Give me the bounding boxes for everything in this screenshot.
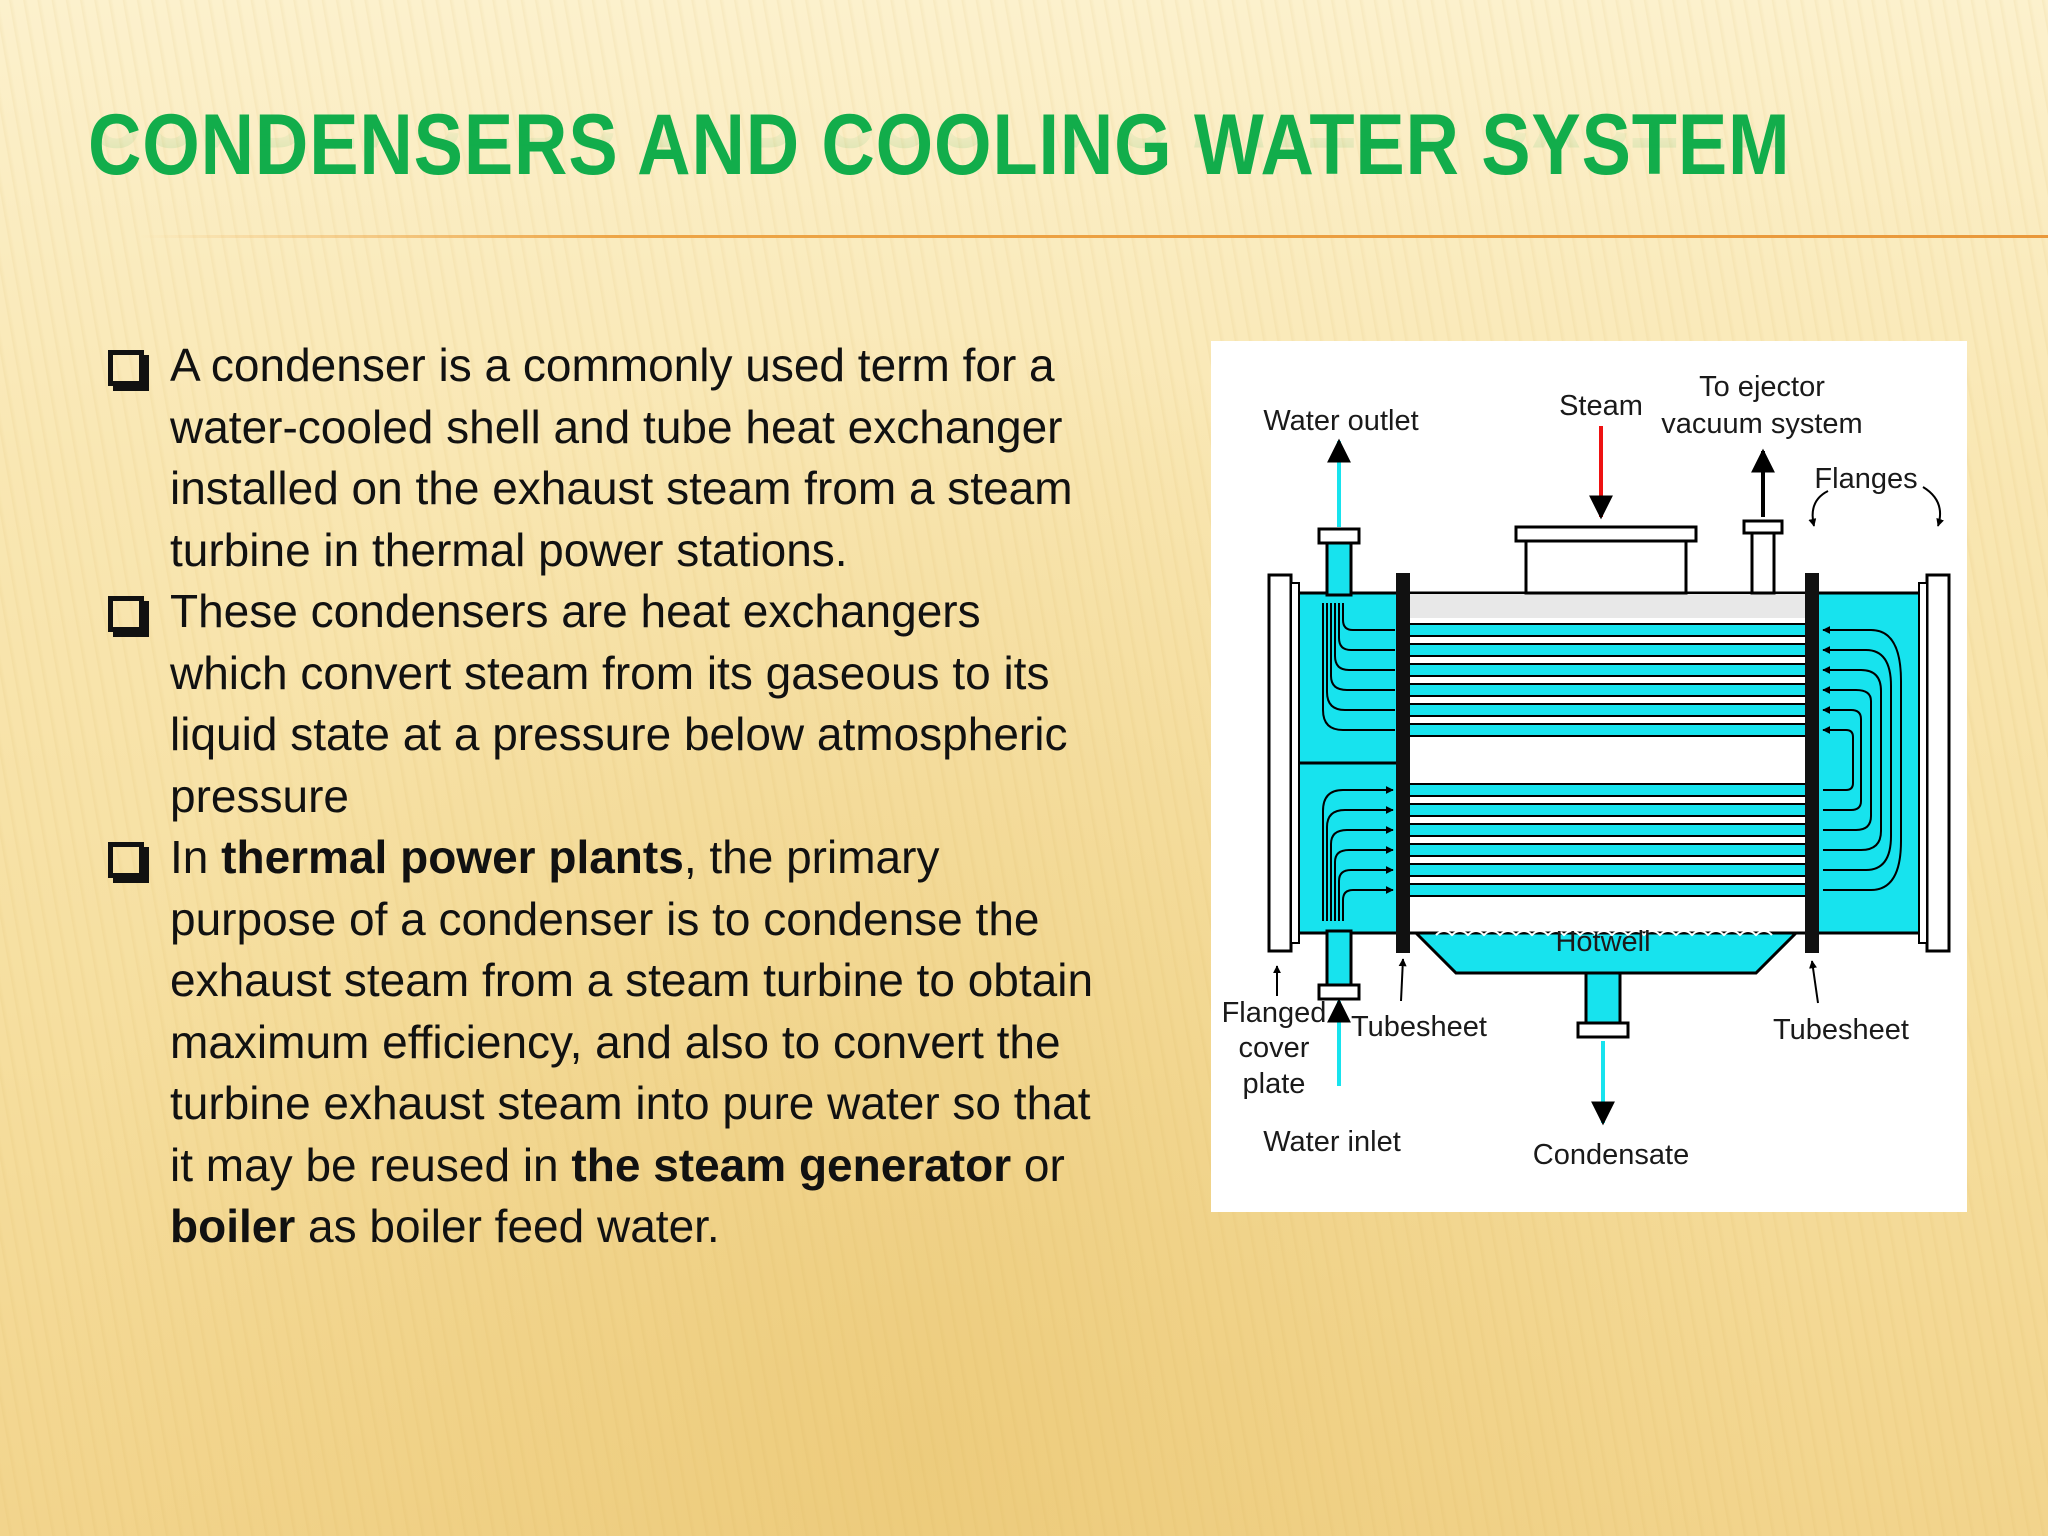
bullet-bold-text: the steam generator: [571, 1138, 1012, 1191]
label-tubesheet-right: Tubesheet: [1773, 1014, 1909, 1046]
bullet-bold-text: thermal power plants: [221, 831, 684, 883]
label-water-outlet: Water outlet: [1263, 405, 1418, 437]
flow-arrows-right: [1822, 626, 1902, 891]
left-cover-plate: [1267, 573, 1300, 953]
bullet-list: A condenser is a commonly used term for …: [108, 335, 1098, 1258]
slide-title: CONDENSERS AND COOLING WATER SYSTEM: [88, 97, 1791, 193]
label-steam: Steam: [1559, 390, 1643, 422]
label-condensate: Condensate: [1533, 1139, 1689, 1171]
left-tubesheet: [1396, 573, 1410, 953]
label-flanges: Flanges: [1814, 463, 1917, 495]
checkbox-bullet-icon: [108, 350, 144, 386]
flow-arrows-left-lower: [1322, 786, 1394, 921]
bullet-text: These condensers are heat exchangers whi…: [170, 585, 1068, 822]
label-flanged-line1: Flanged: [1222, 997, 1327, 1029]
water-inlet-nozzle: [1317, 929, 1361, 1001]
label-flanged-line2: cover: [1239, 1032, 1310, 1064]
flow-arrows-left-upper: [1322, 603, 1395, 731]
water-outlet-nozzle: [1317, 527, 1361, 597]
bullet-text: A condenser is a commonly used term for …: [170, 339, 1073, 576]
bullet-text-part: or: [1011, 1138, 1065, 1191]
label-tubesheet-left: Tubesheet: [1351, 1011, 1487, 1043]
label-flanged-line3: plate: [1243, 1068, 1306, 1100]
label-ejector-line1: To ejector: [1699, 371, 1825, 403]
label-ejector-line2: vacuum system: [1661, 408, 1862, 440]
bullet-text-part: as boiler feed water.: [295, 1200, 720, 1252]
bullet-item: These condensers are heat exchangers whi…: [108, 581, 1098, 827]
tubesheet-right-pointer: [1809, 960, 1819, 1004]
checkbox-bullet-icon: [108, 842, 144, 878]
bullet-text-part: In: [170, 831, 222, 883]
left-water-box: [1284, 591, 1408, 935]
ejector-nozzle: [1742, 519, 1784, 595]
checkbox-bullet-icon: [108, 596, 144, 632]
flange-pointer-right: [1922, 486, 1945, 527]
bullet-text-part: , the primary purpose of a condenser is …: [170, 831, 1094, 1191]
steam-inlet-nozzle: [1514, 525, 1698, 595]
flange-pointer-left: [1808, 490, 1829, 527]
right-tubesheet: [1805, 573, 1819, 953]
condenser-diagram: Water outlet Steam To ejector vacuum sys…: [1211, 341, 1967, 1212]
condenser-diagram-svg: Water outlet Steam To ejector vacuum sys…: [1222, 371, 1951, 1171]
hotwell: [1412, 930, 1800, 1039]
bullet-bold-text: boiler: [170, 1200, 296, 1252]
tubesheet-left-pointer: [1398, 958, 1407, 1002]
label-water-inlet: Water inlet: [1263, 1126, 1401, 1158]
bullet-item: In thermal power plants, the primary pur…: [108, 827, 1098, 1258]
label-hotwell: Hotwell: [1555, 926, 1650, 958]
bullet-item: A condenser is a commonly used term for …: [108, 335, 1098, 581]
title-divider: [140, 235, 2048, 238]
